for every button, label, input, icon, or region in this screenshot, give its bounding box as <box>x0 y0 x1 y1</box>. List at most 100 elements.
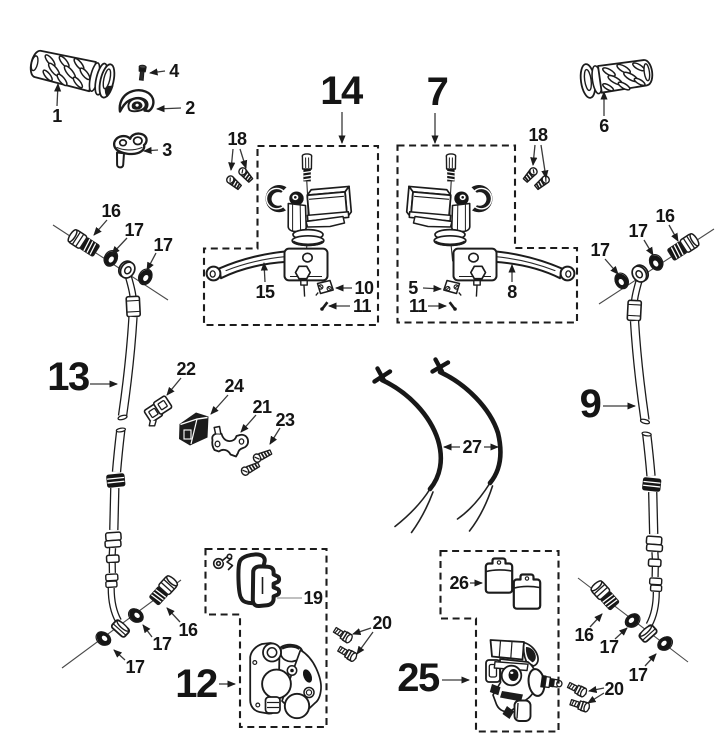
part-number-label: 24 <box>224 376 244 396</box>
part-number-label: 19 <box>303 588 323 608</box>
callout-22: 22 <box>166 359 196 396</box>
leader-line <box>352 627 372 636</box>
part-number-label: 17 <box>590 240 610 260</box>
callout-20: 20 <box>352 613 392 655</box>
part-number-label: 17 <box>152 634 172 654</box>
leader-line <box>239 148 248 169</box>
part-number-label: 17 <box>628 665 648 685</box>
part-number-label: 27 <box>462 437 482 457</box>
leader-line <box>93 219 108 236</box>
leader-line <box>614 627 628 640</box>
leader-line <box>228 148 236 171</box>
part-number-label: 26 <box>449 573 469 593</box>
callout-2: 2 <box>156 98 196 118</box>
part-caliper-support-12 <box>249 642 322 720</box>
part-screws-23 <box>239 447 274 478</box>
leader-line <box>422 284 442 293</box>
callout-17: 17 <box>142 624 172 654</box>
part-number-label: 20 <box>372 613 392 633</box>
part-pads-26 <box>484 557 542 610</box>
part-pads-19 <box>212 552 282 609</box>
callout-17: 17 <box>628 221 654 256</box>
leader-line <box>113 649 126 661</box>
callout-17: 17 <box>628 653 657 685</box>
part-number-label: 4 <box>169 61 179 81</box>
leader-line <box>156 105 182 113</box>
callout-18: 18 <box>227 129 248 171</box>
callout-18: 18 <box>528 125 549 179</box>
callout-17: 17 <box>590 240 619 275</box>
part-number-label: 23 <box>275 410 295 430</box>
bleeder-valve <box>540 675 563 689</box>
part-number-label: 25 <box>397 656 440 700</box>
fitting-group-top-right <box>610 231 702 293</box>
part-number-label: 18 <box>227 129 247 149</box>
leader-line <box>604 258 619 275</box>
leader-line <box>166 377 182 396</box>
group-box-7 <box>396 144 579 324</box>
callout-16: 16 <box>93 201 121 236</box>
part-number-label: 17 <box>125 657 145 677</box>
callout-16: 16 <box>574 613 603 645</box>
part-number-label: 6 <box>599 116 609 136</box>
part-bracket-3 <box>113 132 148 169</box>
part-master-cylinder-7 <box>404 152 494 263</box>
callout-7: 7 <box>427 70 449 145</box>
leader-line <box>240 414 257 433</box>
part-number-label: 9 <box>580 382 601 426</box>
part-bracket-21 <box>211 425 249 458</box>
callout-25: 25 <box>397 656 471 700</box>
part-number-label: 15 <box>255 282 275 302</box>
leader-line <box>643 239 654 256</box>
callout-11: 11 <box>327 296 372 316</box>
callout-4: 4 <box>149 61 180 81</box>
part-number-label: 16 <box>574 625 594 645</box>
dashed-group-boxes <box>202 144 579 733</box>
part-number-label: 13 <box>47 355 89 399</box>
part-number-label: 17 <box>124 220 144 240</box>
callout-14: 14 <box>320 69 365 145</box>
callout-12: 12 <box>175 662 237 706</box>
part-number-label: 12 <box>175 662 217 706</box>
part-number-label: 17 <box>153 235 173 255</box>
part-pin-11-right <box>448 300 459 313</box>
callout-16: 16 <box>166 607 198 640</box>
callout-19: 19 <box>277 588 323 608</box>
part-hose-9 <box>627 281 662 625</box>
part-master-cylinder-14 <box>264 152 354 263</box>
part-caliper-25 <box>485 639 563 722</box>
part-number-label: 1 <box>52 106 62 126</box>
part-screws-18-right <box>521 165 552 192</box>
callout-6: 6 <box>599 90 610 136</box>
part-cover-2 <box>118 89 155 113</box>
leader-line <box>269 427 281 445</box>
callout-23: 23 <box>269 410 295 445</box>
leader-line <box>644 653 657 667</box>
part-number-label: 17 <box>599 637 619 657</box>
part-number-label: 16 <box>101 201 121 221</box>
part-number-label: 21 <box>252 397 272 417</box>
part-pin-11-left <box>318 300 329 313</box>
callout-3: 3 <box>143 140 173 160</box>
leader-line <box>668 224 679 242</box>
callout-26: 26 <box>449 573 484 593</box>
leader-line <box>540 144 549 179</box>
part-number-label: 3 <box>162 140 172 160</box>
callout-13: 13 <box>47 355 119 399</box>
leader-line <box>210 394 229 415</box>
callout-15: 15 <box>255 262 275 302</box>
part-number-label: 10 <box>354 278 374 298</box>
callout-20: 20 <box>587 679 624 704</box>
part-screws-18-left <box>224 165 255 192</box>
leader-line <box>142 624 153 638</box>
callout-5: 5 <box>408 278 442 298</box>
leader-line <box>146 252 157 271</box>
part-number-label: 22 <box>176 359 196 379</box>
callout-16: 16 <box>655 206 679 242</box>
part-number-label: 17 <box>628 221 648 241</box>
callout-17: 17 <box>599 627 628 657</box>
callout-9: 9 <box>580 382 637 426</box>
part-number-label: 7 <box>427 70 448 114</box>
